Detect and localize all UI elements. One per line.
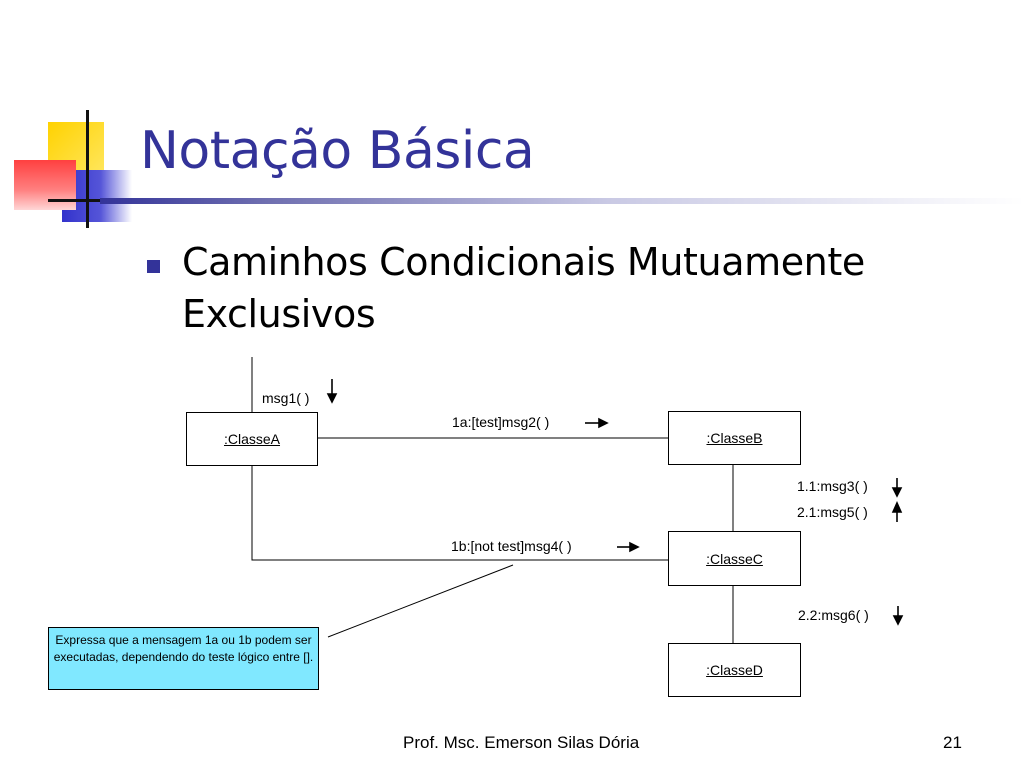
page-title: Notação Básica [140,121,535,181]
message-msg4: 1b:[not test]msg4( ) [451,538,572,554]
object-classe-d: :ClasseD [668,643,801,697]
object-classe-b: :ClasseB [668,411,801,465]
page-number: 21 [943,733,962,752]
message-msg3: 1.1:msg3( ) [797,478,868,494]
object-classe-c-label: :ClasseC [706,550,763,567]
object-classe-a-label: :ClasseA [223,431,281,447]
object-classe-d-label: :ClasseD [706,662,763,678]
note-anchor-line [327,564,514,638]
title-underline [100,198,1024,204]
deco-vertical-line [86,110,89,228]
bullet-text: Caminhos Condicionais Mutuamente Exclusi… [182,240,865,336]
object-classe-b-label: :ClasseB [706,430,763,446]
footer-author: Prof. Msc. Emerson Silas Dória [403,733,640,752]
message-msg1: msg1( ) [262,390,310,406]
object-classe-a: :ClasseA [186,412,318,466]
message-msg2: 1a:[test]msg2( ) [452,414,550,430]
message-msg6: 2.2:msg6( ) [798,607,869,623]
message-msg5: 2.1:msg5( ) [797,504,868,520]
bullet-marker [147,260,160,273]
note-box: Expressa que a mensagem 1a ou 1b podem s… [48,627,319,690]
link-a-c [251,466,668,561]
deco-horizontal-line [48,199,108,202]
object-classe-c: :ClasseC [668,531,801,586]
